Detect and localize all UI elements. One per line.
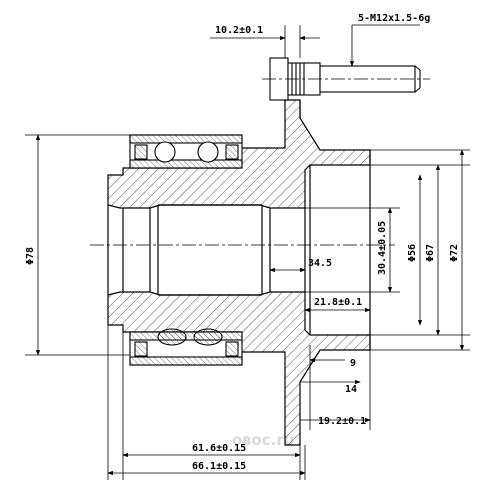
dim-flange-thk: 19.2±0.1 — [318, 416, 366, 427]
dim-length-61-6: 61.6±0.15 — [192, 443, 246, 454]
dimension-labels: 10.2±0.1 5-M12x1.5-6g Φ78 30.4±0.05 Φ56 … — [25, 13, 460, 472]
dim-flange-dia-1: Φ67 — [425, 244, 436, 262]
dim-bore-depth: 34.5 — [308, 258, 332, 269]
bearing-upper — [129, 134, 243, 169]
dim-bore-dia: 30.4±0.05 — [377, 221, 388, 275]
dimension-lines — [25, 24, 470, 480]
dim-stud-thread: 5-M12x1.5-6g — [358, 13, 430, 24]
dim-pilot-dia: Φ56 — [407, 244, 418, 262]
dim-flange-dia-2: Φ72 — [449, 244, 460, 262]
dim-step-9: 9 — [350, 358, 356, 369]
dim-stud-width: 10.2±0.1 — [215, 25, 263, 36]
bearing-lower — [129, 328, 243, 366]
dim-flange-offset: 21.8±0.1 — [314, 297, 362, 308]
watermark: ᴏᴃᴏᴄ.ru — [232, 431, 294, 449]
dim-outer-dia: Φ78 — [25, 247, 36, 265]
center-lines — [90, 78, 430, 246]
dim-step-14: 14 — [345, 384, 357, 395]
dim-length-66-1: 66.1±0.15 — [192, 461, 246, 472]
